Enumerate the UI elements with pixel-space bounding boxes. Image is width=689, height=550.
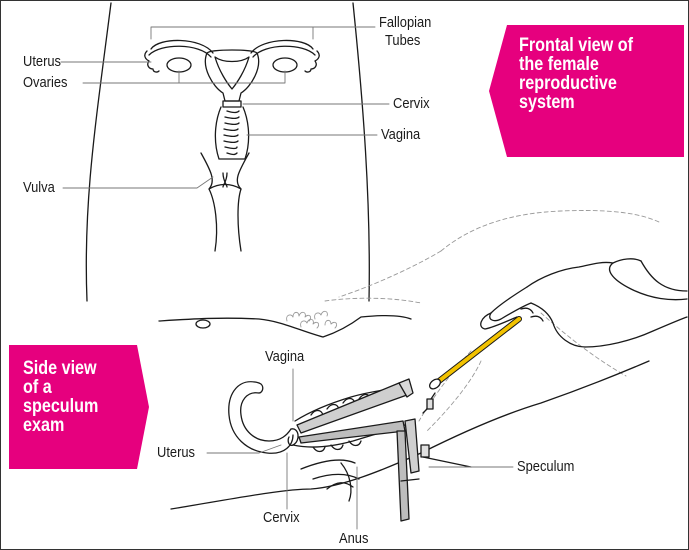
- gloved-hand: [481, 259, 687, 347]
- label-uterus-side: Uterus: [157, 445, 195, 461]
- label-anus: Anus: [339, 531, 368, 547]
- banner-frontal-line4: system: [519, 93, 651, 112]
- banner-frontal-line1: Frontal view of: [519, 36, 651, 55]
- side-uterus: [229, 382, 298, 454]
- frontal-body-outline: [86, 3, 369, 301]
- frontal-organs: [145, 40, 319, 159]
- label-cervix-frontal: Cervix: [393, 96, 430, 112]
- label-ovaries: Ovaries: [23, 75, 67, 91]
- banner-side-line3: speculum: [23, 397, 122, 416]
- label-fallopian-tubes-line1: Fallopian: [379, 15, 431, 31]
- banner-side-view: Side view of a speculum exam: [9, 345, 149, 469]
- swab: [428, 319, 519, 391]
- label-speculum: Speculum: [517, 459, 574, 475]
- label-cervix-side: Cervix: [263, 510, 300, 526]
- label-vagina-side: Vagina: [265, 349, 304, 365]
- label-fallopian-tubes-line2: Tubes: [385, 33, 420, 49]
- banner-side-line4: exam: [23, 416, 122, 435]
- banner-side-line2: of a: [23, 378, 122, 397]
- side-buttocks: [301, 460, 359, 501]
- banner-frontal-view: Frontal view of the female reproductive …: [489, 25, 684, 157]
- label-uterus-frontal: Uterus: [23, 54, 61, 70]
- banner-frontal-line2: the female: [519, 55, 651, 74]
- banner-frontal-line3: reproductive: [519, 74, 651, 93]
- banner-side-line1: Side view: [23, 359, 122, 378]
- label-vagina-frontal: Vagina: [381, 127, 420, 143]
- label-vulva: Vulva: [23, 180, 55, 196]
- pubic-hair: [287, 311, 337, 328]
